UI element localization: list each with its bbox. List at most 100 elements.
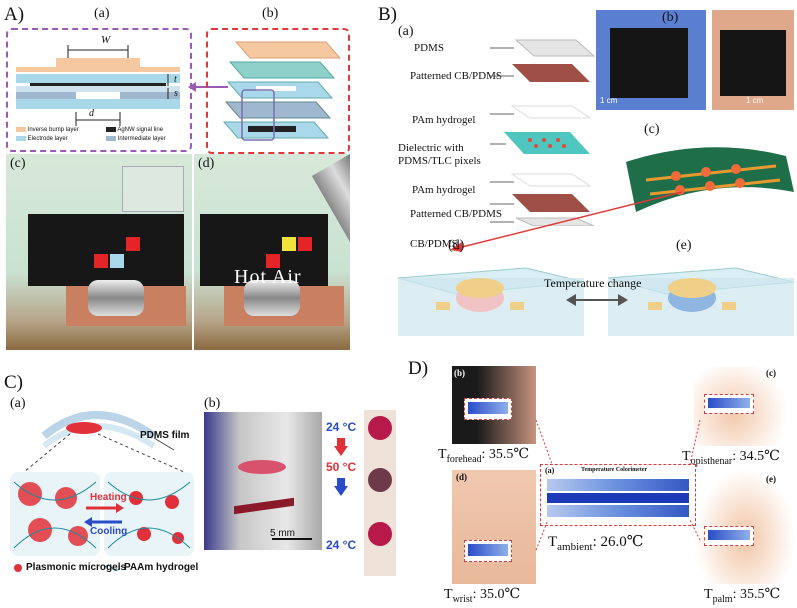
legend-label: Electrode layer — [27, 136, 68, 142]
down-arrow-red-icon — [334, 438, 348, 456]
panel-d-sub-a: (a) — [545, 466, 555, 475]
layer-label: Patterned CB/PDMS — [410, 70, 502, 82]
exploded-layers-frame — [206, 28, 350, 154]
connector-arrow-icon — [188, 82, 228, 92]
legend-swatch — [16, 135, 26, 141]
temp-24-b: 24 °C — [326, 538, 357, 552]
sample-dot-24 — [368, 416, 392, 440]
temp-50: 50 °C — [326, 460, 357, 474]
wrist-sensor — [464, 540, 512, 562]
colorimeter-title: Temperature Colorimeter — [581, 467, 648, 473]
panel-d-sub-b: (b) — [454, 368, 465, 378]
scale-bar-5mm: 5 mm — [270, 528, 295, 539]
heating-label: Heating — [90, 492, 127, 503]
forehead-photo — [452, 366, 536, 444]
layer-label: PAm hydrogel — [412, 184, 476, 196]
t-symbol: T — [704, 587, 713, 602]
dim-t: t — [174, 74, 177, 85]
yellow-pixel — [282, 237, 296, 251]
legend-hydrogel: PAAm hydrogel — [124, 562, 199, 573]
connector-lines — [535, 420, 701, 551]
panel-c-sub-a: (a) — [10, 396, 26, 411]
arm-photo — [712, 10, 794, 110]
scale-bar — [272, 538, 312, 540]
layer-label: Dielectric with PDMS/TLC pixels — [398, 142, 481, 167]
pixel-states-diagram — [397, 267, 795, 336]
panel-a-sub-c: (c) — [10, 156, 26, 171]
dim-w: W — [101, 34, 111, 46]
panel-c-label: C) — [4, 372, 23, 393]
layer-label: PAm hydrogel — [412, 114, 476, 126]
red-pixel — [298, 237, 312, 251]
layer-label: Patterned CB/PDMS — [410, 208, 502, 220]
red-pixel — [126, 237, 140, 251]
pdms-film-label: PDMS film — [140, 430, 190, 441]
panel-b-sub-e: (e) — [676, 238, 692, 253]
layer-label: CB/PDMS — [410, 238, 458, 250]
panel-d-label: D) — [408, 358, 429, 379]
metal-weight — [244, 280, 300, 316]
t-opisthenar: Topisthenar: 34.5℃ — [682, 448, 780, 467]
hydrogel-spot — [238, 460, 286, 474]
t-subscript: palm — [712, 593, 733, 605]
opisthenar-sensor — [704, 394, 754, 414]
legend-microgels: Plasmonic microgels — [26, 562, 127, 573]
stacked-layers-diagram — [490, 39, 596, 226]
t-value: : 35.5℃ — [732, 587, 781, 602]
sensor-patch — [610, 28, 688, 98]
t-symbol: T — [682, 449, 691, 464]
screen-photo-c — [6, 154, 192, 350]
software-window — [122, 166, 184, 212]
wrist-photo — [452, 470, 536, 584]
blue-pixel — [110, 254, 124, 268]
legend-swatch — [106, 135, 116, 141]
pixel-grid-display — [28, 214, 184, 286]
legend-swatch — [106, 126, 116, 132]
panel-c-sub-b: (b) — [204, 396, 221, 411]
sample-dot-24b — [368, 522, 392, 546]
legend-label: Inverse bump layer — [27, 127, 79, 133]
legend-label: Intermediate layer — [117, 136, 166, 142]
cross-section-frame — [6, 28, 192, 152]
dim-d: d — [89, 108, 94, 119]
panel-d-sub-d: (d) — [456, 472, 467, 482]
t-value: : 35.0℃ — [472, 587, 521, 602]
legend-item: AgNW signal line — [106, 126, 186, 135]
panel-b-sub-b: (b) — [662, 10, 679, 25]
sample-strip — [364, 410, 396, 576]
colorimeter-panel: (a) Temperature Colorimeter — [540, 464, 696, 526]
screen-photo-d — [194, 154, 350, 350]
t-symbol: T — [438, 447, 447, 462]
panel-b-label: B) — [378, 4, 397, 25]
forehead-sensor — [464, 398, 512, 420]
t-ambient: Tambient: 26.0℃ — [548, 532, 644, 553]
cross-section-diagram — [16, 45, 180, 126]
t-symbol: T — [444, 587, 453, 602]
legend-item: Intermediate layer — [106, 135, 186, 144]
temperature-change-label: Temperature change — [544, 276, 642, 290]
hydrogel-edge — [234, 497, 294, 515]
colorimeter-band — [547, 493, 689, 503]
panel-a-sub-a: (a) — [94, 6, 110, 21]
legend-label: AgNW signal line — [117, 127, 164, 133]
t-subscript: forehead — [446, 453, 482, 465]
scale-bar-1: 1 cm — [600, 96, 618, 105]
metal-weight — [88, 280, 144, 316]
sensor-patch — [720, 30, 786, 96]
panel-a-sub-d: (d) — [198, 156, 215, 171]
t-subscript: ambient — [557, 541, 593, 553]
t-palm: Tpalm: 35.5℃ — [704, 586, 780, 605]
down-arrow-blue-icon — [334, 478, 348, 496]
panel-b-sub-a: (a) — [398, 24, 414, 39]
glove-photo — [596, 10, 706, 110]
t-subscript: opisthenar — [690, 455, 733, 467]
legend-item: Electrode layer — [16, 135, 96, 144]
t-value: : 26.0℃ — [592, 534, 644, 550]
sample-dot-50 — [368, 468, 392, 492]
panel-d-sub-e: (e) — [766, 474, 776, 484]
hydrogel-photo — [204, 412, 322, 550]
palm-sensor — [704, 526, 754, 546]
t-symbol: T — [548, 534, 558, 550]
hydrogel-schematic — [10, 411, 194, 572]
t-forehead: Tforehead: 35.5℃ — [438, 446, 529, 465]
